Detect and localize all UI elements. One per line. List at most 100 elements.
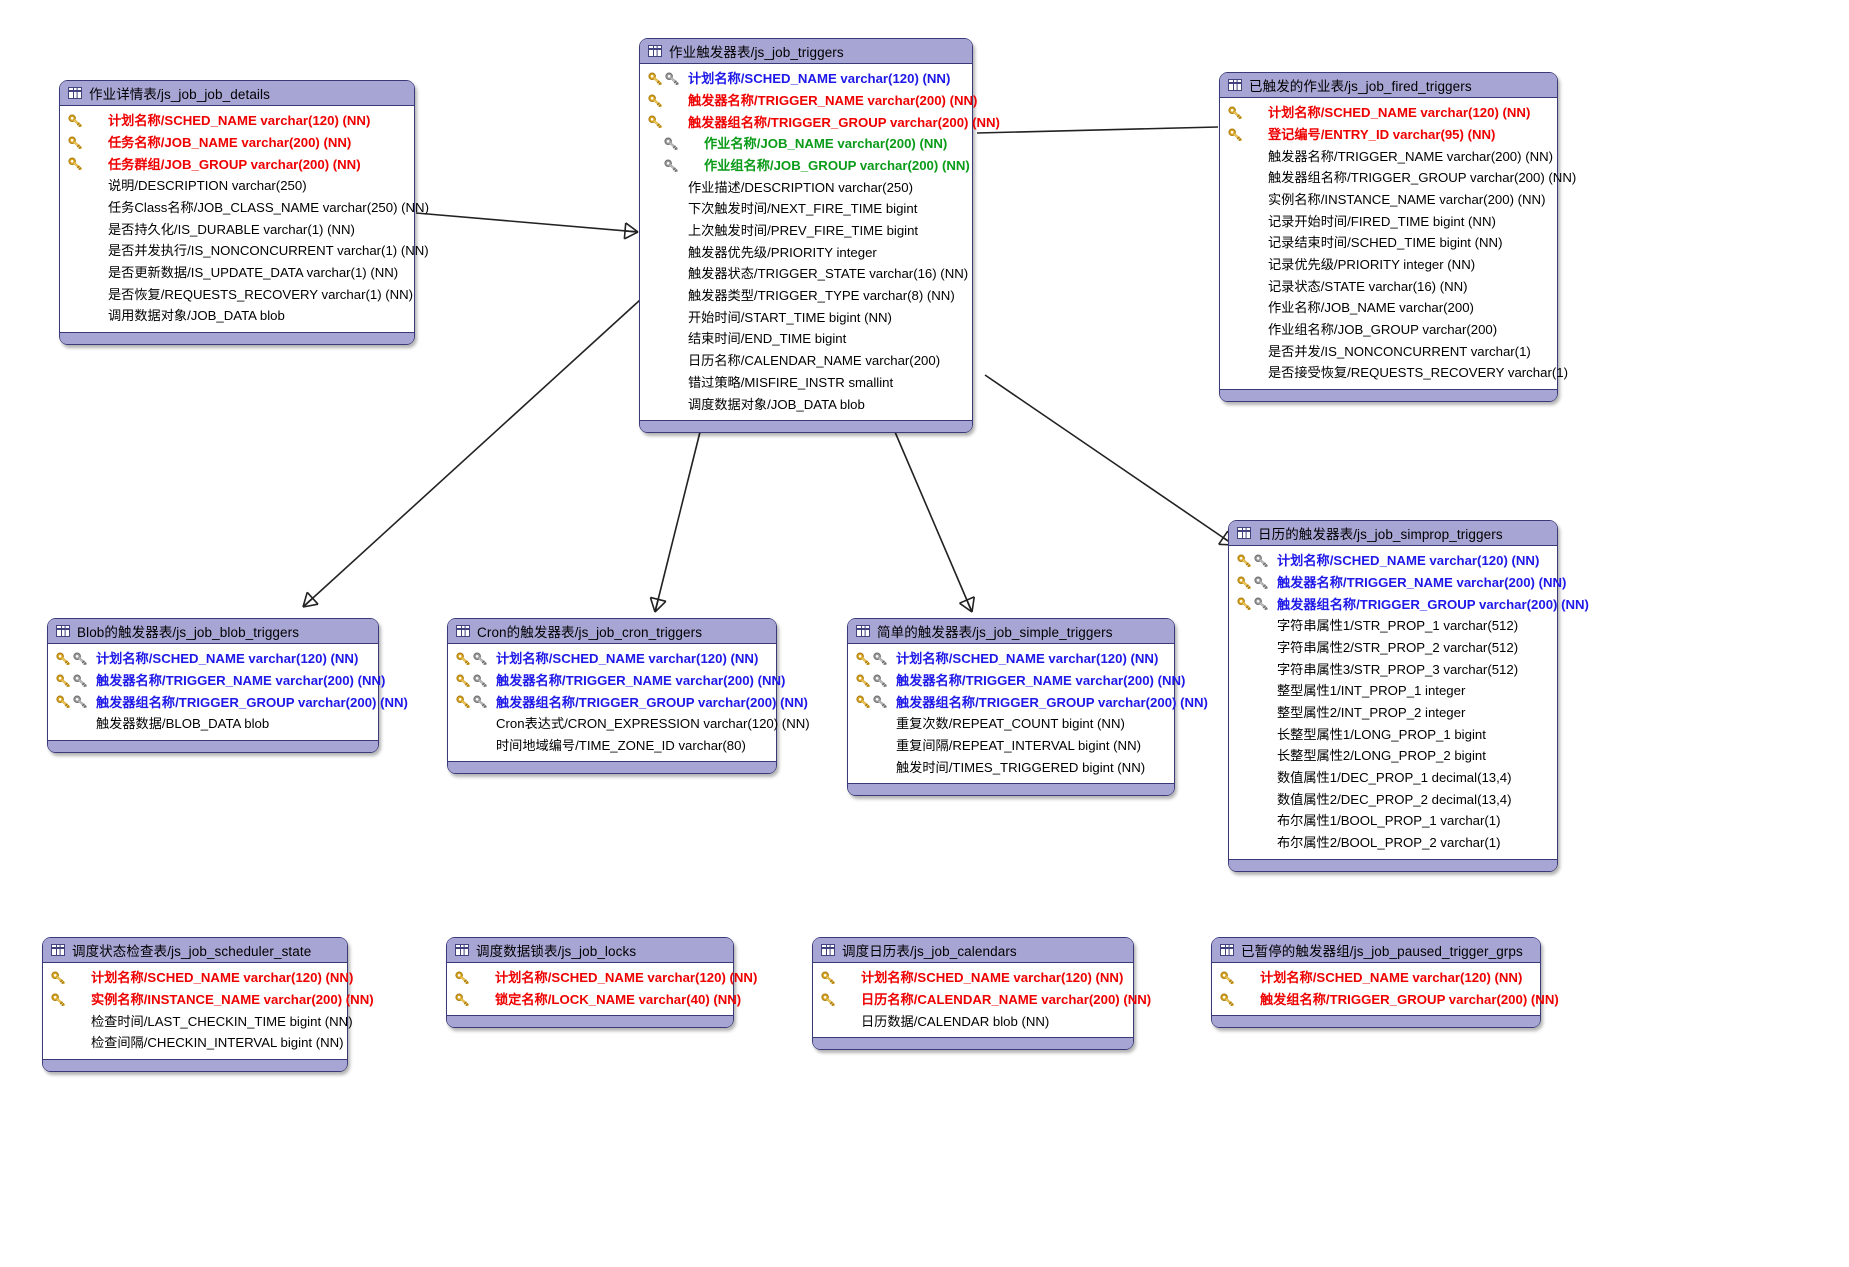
field-row[interactable]: 触发器类型/TRIGGER_TYPE varchar(8) (NN) — [646, 285, 964, 307]
field-row[interactable]: Cron表达式/CRON_EXPRESSION varchar(120) (NN… — [454, 713, 810, 735]
field-row[interactable]: 计划名称/SCHED_NAME varchar(120) (NN) — [646, 68, 964, 90]
field-row[interactable]: 是否更新数据/IS_UPDATE_DATA varchar(1) (NN) — [66, 262, 406, 284]
field-row[interactable]: 触发器名称/TRIGGER_NAME varchar(200) (NN) — [54, 670, 385, 692]
field-row[interactable]: 检查间隔/CHECKIN_INTERVAL bigint (NN) — [49, 1032, 344, 1054]
entity-fired-triggers[interactable]: 已触发的作业表/js_job_fired_triggers 计划名称/SCHED_… — [1219, 72, 1576, 402]
field-row[interactable]: 作业组名称/JOB_GROUP varchar(200) — [1226, 319, 1549, 341]
field-row[interactable]: 说明/DESCRIPTION varchar(250) — [66, 175, 406, 197]
field-row[interactable]: 触发器名称/TRIGGER_NAME varchar(200) (NN) — [1235, 572, 1566, 594]
field-row[interactable]: 日历名称/CALENDAR_NAME varchar(200) (NN) — [819, 989, 1151, 1011]
field-row[interactable]: 锁定名称/LOCK_NAME varchar(40) (NN) — [453, 989, 741, 1011]
entity-triggers[interactable]: 作业触发器表/js_job_triggers 计划名称/SCHED_NAME va… — [639, 38, 1000, 433]
entity-header-triggers[interactable]: 作业触发器表/js_job_triggers — [640, 39, 972, 64]
entity-header-blob-triggers[interactable]: Blob的触发器表/js_job_blob_triggers — [48, 619, 378, 644]
field-row[interactable]: 触发器组名称/TRIGGER_GROUP varchar(200) (NN) — [854, 691, 1208, 713]
field-row[interactable]: 调用数据对象/JOB_DATA blob — [66, 305, 406, 327]
field-row[interactable]: 记录状态/STATE varchar(16) (NN) — [1226, 276, 1549, 298]
field-row[interactable]: 数值属性2/DEC_PROP_2 decimal(13,4) — [1235, 789, 1549, 811]
field-row[interactable]: 触发器组名称/TRIGGER_GROUP varchar(200) (NN) — [646, 111, 1000, 133]
entity-job-details[interactable]: 作业详情表/js_job_job_details 计划名称/SCHED_NAME … — [59, 80, 429, 345]
field-row[interactable]: 计划名称/SCHED_NAME varchar(120) (NN) — [819, 967, 1125, 989]
entity-header-cron-triggers[interactable]: Cron的触发器表/js_job_cron_triggers — [448, 619, 776, 644]
field-row[interactable]: 触发时间/TIMES_TRIGGERED bigint (NN) — [854, 756, 1166, 778]
field-row[interactable]: 字符串属性3/STR_PROP_3 varchar(512) — [1235, 658, 1549, 680]
field-row[interactable]: 任务名称/JOB_NAME varchar(200) (NN) — [66, 132, 406, 154]
field-row[interactable]: 上次触发时间/PREV_FIRE_TIME bigint — [646, 220, 964, 242]
entity-simprop-triggers[interactable]: 日历的触发器表/js_job_simprop_triggers 计划名称/SCHE… — [1228, 520, 1589, 872]
field-row[interactable]: 整型属性2/INT_PROP_2 integer — [1235, 702, 1549, 724]
field-row[interactable]: 计划名称/SCHED_NAME varchar(120) (NN) — [854, 648, 1166, 670]
entity-header-job-details[interactable]: 作业详情表/js_job_job_details — [60, 81, 414, 106]
entity-header-scheduler-state[interactable]: 调度状态检查表/js_job_scheduler_state — [43, 938, 347, 963]
field-row[interactable]: 触发器名称/TRIGGER_NAME varchar(200) (NN) — [646, 90, 977, 112]
field-row[interactable]: 触发器数据/BLOB_DATA blob — [54, 713, 370, 735]
entity-paused-trigger-grps[interactable]: 已暂停的触发器组/js_job_paused_trigger_grps 计划名称/… — [1211, 937, 1559, 1029]
field-row[interactable]: 错过策略/MISFIRE_INSTR smallint — [646, 372, 964, 394]
entity-header-simple-triggers[interactable]: 简单的触发器表/js_job_simple_triggers — [848, 619, 1174, 644]
entity-header-calendars[interactable]: 调度日历表/js_job_calendars — [813, 938, 1133, 963]
field-row[interactable]: 作业名称/JOB_NAME varchar(200) — [1226, 297, 1549, 319]
field-row[interactable]: 计划名称/SCHED_NAME varchar(120) (NN) — [54, 648, 370, 670]
entity-simple-triggers[interactable]: 简单的触发器表/js_job_simple_triggers 计划名称/SCHED… — [847, 618, 1208, 797]
field-row[interactable]: 计划名称/SCHED_NAME varchar(120) (NN) — [453, 967, 757, 989]
field-row[interactable]: 任务Class名称/JOB_CLASS_NAME varchar(250) (N… — [66, 197, 429, 219]
field-row[interactable]: 日历数据/CALENDAR blob (NN) — [819, 1010, 1125, 1032]
field-row[interactable]: 记录开始时间/FIRED_TIME bigint (NN) — [1226, 210, 1549, 232]
field-row[interactable]: 触发器组名称/TRIGGER_GROUP varchar(200) (NN) — [1235, 593, 1589, 615]
entity-header-paused-trigger-grps[interactable]: 已暂停的触发器组/js_job_paused_trigger_grps — [1212, 938, 1540, 963]
field-row[interactable]: 计划名称/SCHED_NAME varchar(120) (NN) — [49, 967, 353, 989]
field-row[interactable]: 数值属性1/DEC_PROP_1 decimal(13,4) — [1235, 767, 1549, 789]
field-row[interactable]: 记录优先级/PRIORITY integer (NN) — [1226, 254, 1549, 276]
field-row[interactable]: 任务群组/JOB_GROUP varchar(200) (NN) — [66, 153, 406, 175]
field-row[interactable]: 计划名称/SCHED_NAME varchar(120) (NN) — [1235, 550, 1549, 572]
field-row[interactable]: 布尔属性2/BOOL_PROP_2 varchar(1) — [1235, 832, 1549, 854]
field-row[interactable]: 开始时间/START_TIME bigint (NN) — [646, 307, 964, 329]
field-row[interactable]: 作业名称/JOB_NAME varchar(200) (NN) — [646, 133, 964, 155]
field-row[interactable]: 是否持久化/IS_DURABLE varchar(1) (NN) — [66, 218, 406, 240]
field-row[interactable]: 作业描述/DESCRIPTION varchar(250) — [646, 176, 964, 198]
field-row[interactable]: 是否并发/IS_NONCONCURRENT varchar(1) — [1226, 341, 1549, 363]
field-row[interactable]: 实例名称/INSTANCE_NAME varchar(200) (NN) — [49, 989, 374, 1011]
field-row[interactable]: 计划名称/SCHED_NAME varchar(120) (NN) — [1226, 102, 1549, 124]
field-row[interactable]: 触发器名称/TRIGGER_NAME varchar(200) (NN) — [1226, 145, 1553, 167]
field-row[interactable]: 触发器状态/TRIGGER_STATE varchar(16) (NN) — [646, 263, 968, 285]
field-row[interactable]: 整型属性1/INT_PROP_1 integer — [1235, 680, 1549, 702]
field-row[interactable]: 长整型属性1/LONG_PROP_1 bigint — [1235, 724, 1549, 746]
field-row[interactable]: 重复间隔/REPEAT_INTERVAL bigint (NN) — [854, 735, 1166, 757]
field-row[interactable]: 字符串属性1/STR_PROP_1 varchar(512) — [1235, 615, 1549, 637]
field-row[interactable]: 实例名称/INSTANCE_NAME varchar(200) (NN) — [1226, 189, 1549, 211]
field-row[interactable]: 触发组名称/TRIGGER_GROUP varchar(200) (NN) — [1218, 989, 1559, 1011]
field-row[interactable]: 触发器名称/TRIGGER_NAME varchar(200) (NN) — [854, 670, 1185, 692]
field-row[interactable]: 重复次数/REPEAT_COUNT bigint (NN) — [854, 713, 1166, 735]
field-row[interactable]: 计划名称/SCHED_NAME varchar(120) (NN) — [454, 648, 768, 670]
field-row[interactable]: 登记编号/ENTRY_ID varchar(95) (NN) — [1226, 124, 1549, 146]
entity-scheduler-state[interactable]: 调度状态检查表/js_job_scheduler_state 计划名称/SCHED… — [42, 937, 374, 1072]
field-row[interactable]: 触发器组名称/TRIGGER_GROUP varchar(200) (NN) — [54, 691, 408, 713]
field-row[interactable]: 是否接受恢复/REQUESTS_RECOVERY varchar(1) — [1226, 362, 1568, 384]
entity-header-simprop-triggers[interactable]: 日历的触发器表/js_job_simprop_triggers — [1229, 521, 1557, 546]
field-row[interactable]: 记录结束时间/SCHED_TIME bigint (NN) — [1226, 232, 1549, 254]
field-row[interactable]: 字符串属性2/STR_PROP_2 varchar(512) — [1235, 637, 1549, 659]
field-row[interactable]: 布尔属性1/BOOL_PROP_1 varchar(1) — [1235, 810, 1549, 832]
field-row[interactable]: 是否恢复/REQUESTS_RECOVERY varchar(1) (NN) — [66, 284, 413, 306]
field-row[interactable]: 作业组名称/JOB_GROUP varchar(200) (NN) — [646, 155, 970, 177]
field-row[interactable]: 触发器名称/TRIGGER_NAME varchar(200) (NN) — [454, 670, 785, 692]
field-row[interactable]: 计划名称/SCHED_NAME varchar(120) (NN) — [1218, 967, 1532, 989]
field-row[interactable]: 结束时间/END_TIME bigint — [646, 328, 964, 350]
field-row[interactable]: 触发器组名称/TRIGGER_GROUP varchar(200) (NN) — [454, 691, 808, 713]
field-row[interactable]: 触发器组名称/TRIGGER_GROUP varchar(200) (NN) — [1226, 167, 1576, 189]
field-row[interactable]: 触发器优先级/PRIORITY integer — [646, 242, 964, 264]
field-row[interactable]: 检查时间/LAST_CHECKIN_TIME bigint (NN) — [49, 1010, 353, 1032]
field-row[interactable]: 长整型属性2/LONG_PROP_2 bigint — [1235, 745, 1549, 767]
field-row[interactable]: 时间地域编号/TIME_ZONE_ID varchar(80) — [454, 735, 768, 757]
field-row[interactable]: 日历名称/CALENDAR_NAME varchar(200) — [646, 350, 964, 372]
entity-blob-triggers[interactable]: Blob的触发器表/js_job_blob_triggers 计划名称/SCHED… — [47, 618, 408, 753]
entity-cron-triggers[interactable]: Cron的触发器表/js_job_cron_triggers 计划名称/SCHED… — [447, 618, 810, 775]
field-row[interactable]: 下次触发时间/NEXT_FIRE_TIME bigint — [646, 198, 964, 220]
field-row[interactable]: 调度数据对象/JOB_DATA blob — [646, 393, 964, 415]
field-row[interactable]: 计划名称/SCHED_NAME varchar(120) (NN) — [66, 110, 406, 132]
entity-header-fired-triggers[interactable]: 已触发的作业表/js_job_fired_triggers — [1220, 73, 1557, 98]
entity-header-locks[interactable]: 调度数据锁表/js_job_locks — [447, 938, 733, 963]
entity-locks[interactable]: 调度数据锁表/js_job_locks 计划名称/SCHED_NAME varch… — [446, 937, 757, 1029]
entity-calendars[interactable]: 调度日历表/js_job_calendars 计划名称/SCHED_NAME va… — [812, 937, 1151, 1051]
